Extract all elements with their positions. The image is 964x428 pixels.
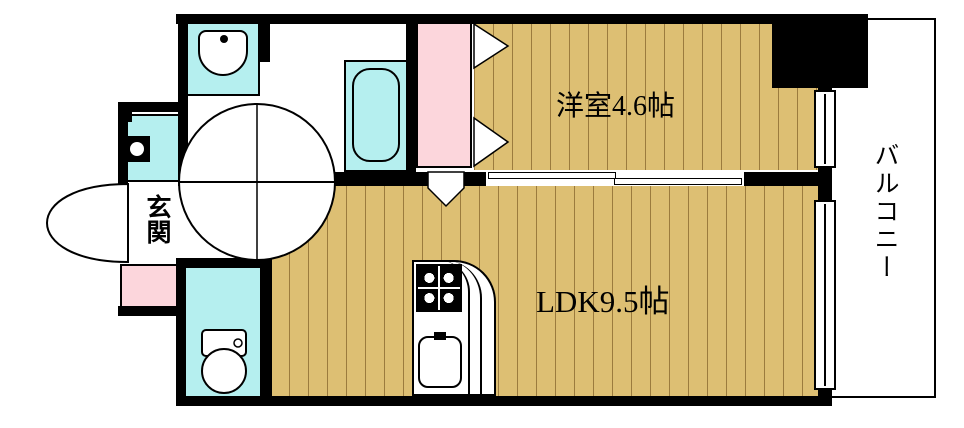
wall-segment	[260, 258, 272, 396]
wall-segment	[178, 14, 188, 186]
wall-segment	[406, 14, 416, 172]
sliding-door-panel	[488, 172, 616, 179]
sliding-door-panel	[614, 178, 742, 185]
wall-segment	[118, 102, 186, 112]
bathtub-inner	[352, 68, 400, 162]
wall-segment	[176, 258, 272, 268]
closet-door-icon	[473, 22, 510, 70]
western-room-label: 洋室4.6帖	[556, 91, 676, 122]
wall-segment	[118, 108, 132, 122]
wall-segment	[118, 102, 128, 184]
window-ldk	[814, 200, 836, 390]
wall-segment	[176, 258, 186, 406]
ldk-floor	[270, 184, 818, 396]
room-door-icon	[427, 171, 465, 208]
balcony-label: バルコニー	[871, 142, 898, 282]
entrance-door-arc	[46, 182, 129, 264]
closet-door-icon	[473, 116, 510, 168]
window-glass-line	[824, 94, 826, 164]
faucet-icon	[220, 35, 228, 43]
western-room-floor	[474, 24, 818, 170]
counter-edge-line	[412, 260, 470, 394]
kitchen-faucet-icon	[434, 332, 446, 340]
ldk-label: LDK9.5帖	[536, 284, 670, 319]
entrance-label: 玄関	[143, 194, 170, 244]
wall-segment	[118, 306, 180, 316]
sliding-door	[486, 170, 744, 186]
kitchen-sink-icon	[418, 336, 462, 388]
washer-tap-dial-icon	[130, 142, 144, 156]
window-glass-line	[824, 204, 826, 386]
closet	[416, 22, 472, 168]
toilet-icon	[201, 329, 247, 394]
wall-segment	[176, 14, 832, 24]
window-western-room	[814, 90, 836, 168]
wall-segment	[258, 14, 270, 62]
wall-segment	[176, 396, 832, 406]
counter-edge-line	[412, 260, 482, 394]
stove-icon	[416, 264, 462, 312]
